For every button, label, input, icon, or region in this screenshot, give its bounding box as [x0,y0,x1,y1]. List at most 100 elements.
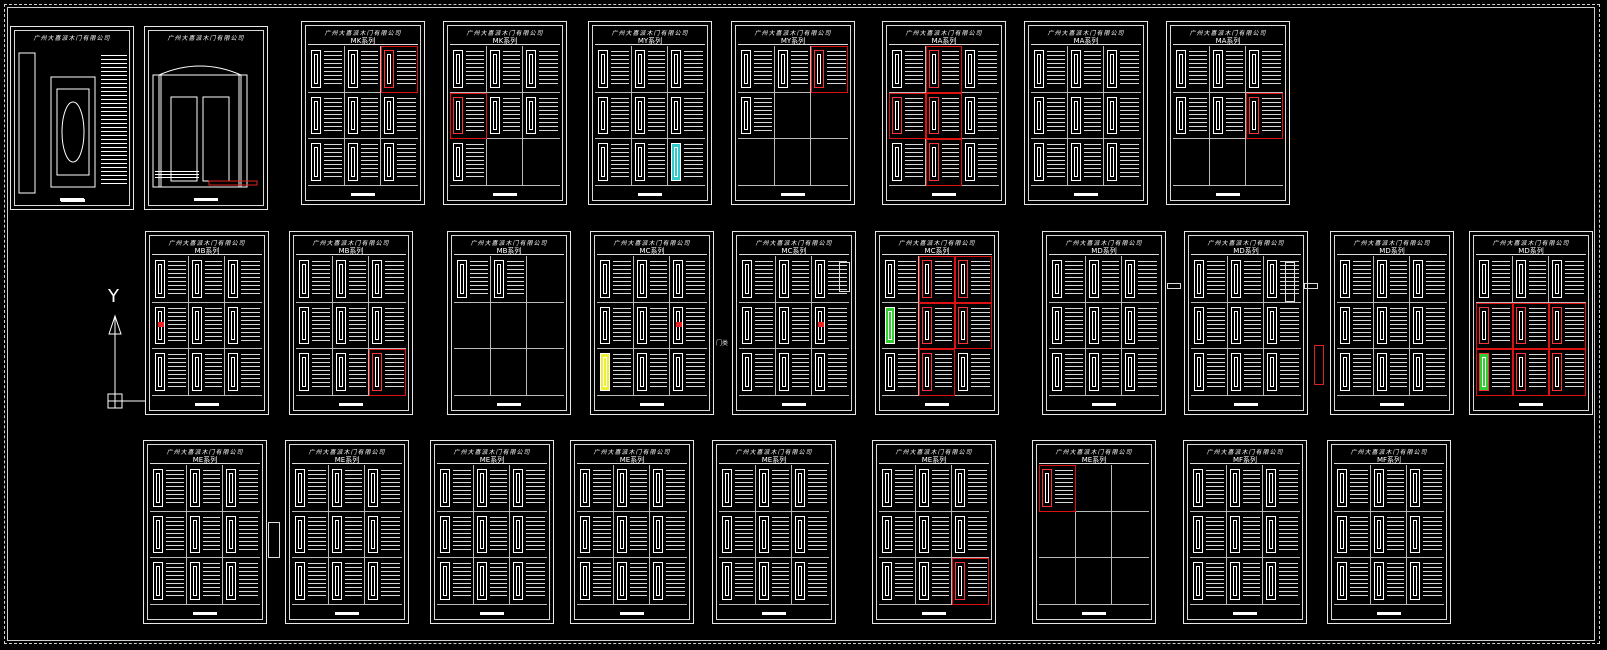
door-catalog-cell[interactable] [1512,349,1550,396]
door-catalog-cell[interactable] [225,256,262,303]
door-catalog-cell[interactable] [328,465,366,512]
door-catalog-cell[interactable] [188,256,226,303]
door-catalog-cell[interactable] [1075,558,1113,605]
door-catalog-cell[interactable] [381,139,418,186]
door-catalog-cell[interactable] [365,558,402,605]
door-catalog-cell[interactable] [595,92,632,140]
door-catalog-cell[interactable] [152,256,189,303]
door-catalog-cell[interactable] [1227,349,1265,396]
door-catalog-cell[interactable] [473,558,511,605]
door-catalog-cell[interactable] [328,558,366,605]
door-catalog-cell[interactable] [882,302,919,350]
door-catalog-cell[interactable] [633,256,671,303]
door-catalog-cell[interactable] [650,512,687,559]
door-catalog-cell[interactable] [1039,558,1076,605]
door-catalog-cell[interactable] [962,46,999,93]
door-catalog-cell[interactable] [1263,465,1300,512]
door-catalog-cell[interactable] [1049,256,1086,303]
door-catalog-cell[interactable] [952,512,989,559]
door-catalog-cell[interactable] [369,349,406,396]
door-catalog-cell[interactable] [186,558,224,605]
door-catalog-cell[interactable] [473,511,511,559]
door-catalog-cell[interactable] [775,349,813,396]
door-catalog-cell[interactable] [1039,511,1076,559]
door-catalog-cell[interactable] [1085,349,1123,396]
door-catalog-cell[interactable] [1173,92,1210,140]
door-catalog-cell[interactable] [955,349,992,396]
door-catalog-cell[interactable] [792,512,829,559]
door-catalog-cell[interactable] [1246,46,1283,93]
door-catalog-cell[interactable] [186,465,224,512]
door-catalog-cell[interactable] [631,139,669,186]
door-catalog-cell[interactable] [365,512,402,559]
door-catalog-cell[interactable] [490,302,528,350]
door-catalog-cell[interactable] [523,46,560,93]
door-catalog-cell[interactable] [308,46,345,93]
door-catalog-cell[interactable] [454,256,491,303]
door-catalog-cell[interactable] [1075,511,1113,559]
door-catalog-cell[interactable] [879,511,916,559]
door-catalog-cell[interactable] [523,93,560,140]
door-catalog-cell[interactable] [328,511,366,559]
door-catalog-cell[interactable] [1334,511,1371,559]
door-catalog-cell[interactable] [1173,139,1210,186]
door-catalog-cell[interactable] [332,302,370,350]
door-catalog-cell[interactable] [1104,46,1141,93]
door-catalog-cell[interactable] [738,139,775,186]
door-catalog-cell[interactable] [670,303,707,350]
door-catalog-cell[interactable] [1039,465,1076,512]
door-catalog-cell[interactable] [812,256,849,303]
door-catalog-cell[interactable] [925,46,963,93]
door-catalog-cell[interactable] [650,558,687,605]
door-catalog-cell[interactable] [1476,302,1513,350]
door-catalog-cell[interactable] [450,139,487,186]
door-catalog-cell[interactable] [633,349,671,396]
door-catalog-cell[interactable] [1191,256,1228,303]
door-catalog-cell[interactable] [1410,256,1447,303]
door-catalog-cell[interactable] [1067,46,1105,93]
door-catalog-cell[interactable] [369,256,406,303]
door-catalog-cell[interactable] [597,349,634,396]
door-catalog-cell[interactable] [1104,139,1141,186]
door-catalog-cell[interactable] [510,512,547,559]
door-catalog-cell[interactable] [668,46,705,93]
door-catalog-cell[interactable] [597,302,634,350]
door-catalog-cell[interactable] [882,349,919,396]
door-catalog-cell[interactable] [308,92,345,140]
door-catalog-cell[interactable] [952,558,989,605]
door-catalog-cell[interactable] [915,465,953,512]
door-catalog-cell[interactable] [1264,303,1301,350]
door-catalog-cell[interactable] [597,256,634,303]
door-catalog-cell[interactable] [1209,92,1247,140]
door-catalog-cell[interactable] [1246,139,1283,186]
door-catalog-cell[interactable] [225,349,262,396]
door-catalog-cell[interactable] [1191,302,1228,350]
door-catalog-cell[interactable] [296,302,333,350]
door-catalog-cell[interactable] [955,302,992,350]
door-catalog-cell[interactable] [1085,302,1123,350]
door-catalog-cell[interactable] [152,302,189,350]
door-catalog-cell[interactable] [962,93,999,140]
door-catalog-cell[interactable] [1407,512,1444,559]
door-catalog-cell[interactable] [486,46,524,93]
door-catalog-cell[interactable] [811,46,848,93]
door-catalog-cell[interactable] [1373,349,1411,396]
door-catalog-cell[interactable] [631,46,669,93]
door-catalog-cell[interactable] [486,92,524,140]
door-catalog-cell[interactable] [879,465,916,512]
